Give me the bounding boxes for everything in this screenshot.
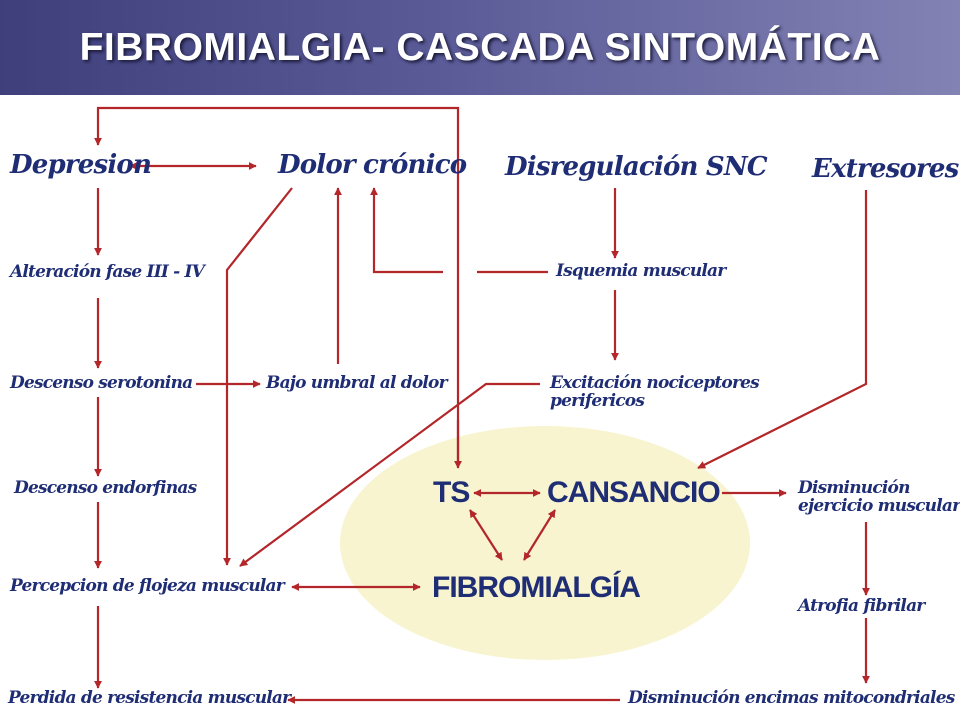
arrow-dolor-percepcion	[223, 187, 293, 566]
arrow-loop-to-depresion	[94, 106, 460, 462]
title-bar	[0, 0, 960, 95]
slide-title: FIBROMIALGIA- CASCADA SINTOMÁTICA	[79, 26, 881, 69]
node-ts: TS	[433, 476, 470, 509]
node-descenso-serotonina: Descenso serotonina	[10, 373, 193, 393]
node-disminucion-ejercicio: Disminución ejercicio muscular	[798, 478, 960, 516]
node-atrofia-fibrilar: Atrofia fibrilar	[798, 596, 925, 616]
node-disminucion-encimas: Disminución encimas mitocondriales	[628, 688, 955, 708]
node-cansancio: CANSANCIO	[547, 476, 721, 509]
node-extresores: Extresores	[812, 154, 959, 184]
highlight-ellipse	[340, 426, 750, 660]
arrow-excitacion-percepcion	[239, 382, 540, 567]
node-dolor-cronico: Dolor crónico	[278, 150, 467, 180]
arrow-isquemia-dolor	[370, 187, 443, 274]
node-perdida-resistencia: Perdida de resistencia muscular	[8, 688, 291, 708]
node-depresion: Depresion	[10, 150, 152, 180]
arrow-cansancio-fibromialgia	[523, 509, 556, 561]
arrow-extresores-cansancio	[697, 190, 868, 469]
node-excitacion-nociceptores: Excitación nociceptores perifericos	[550, 373, 760, 411]
node-isquemia-muscular: Isquemia muscular	[556, 261, 726, 281]
node-bajo-umbral: Bajo umbral al dolor	[266, 373, 448, 393]
node-alteracion-fase: Alteración fase III - IV	[10, 262, 205, 282]
node-fibromialgia: FIBROMIALGÍA	[432, 571, 641, 604]
node-descenso-endorfinas: Descenso endorfinas	[14, 478, 197, 498]
node-percepcion-flojeza: Percepcion de flojeza muscular	[10, 576, 285, 596]
cascade-diagram	[94, 106, 870, 704]
node-disregulacion-snc: Disregulación SNC	[505, 152, 768, 182]
arrow-ts-fibromialgia	[469, 509, 503, 561]
